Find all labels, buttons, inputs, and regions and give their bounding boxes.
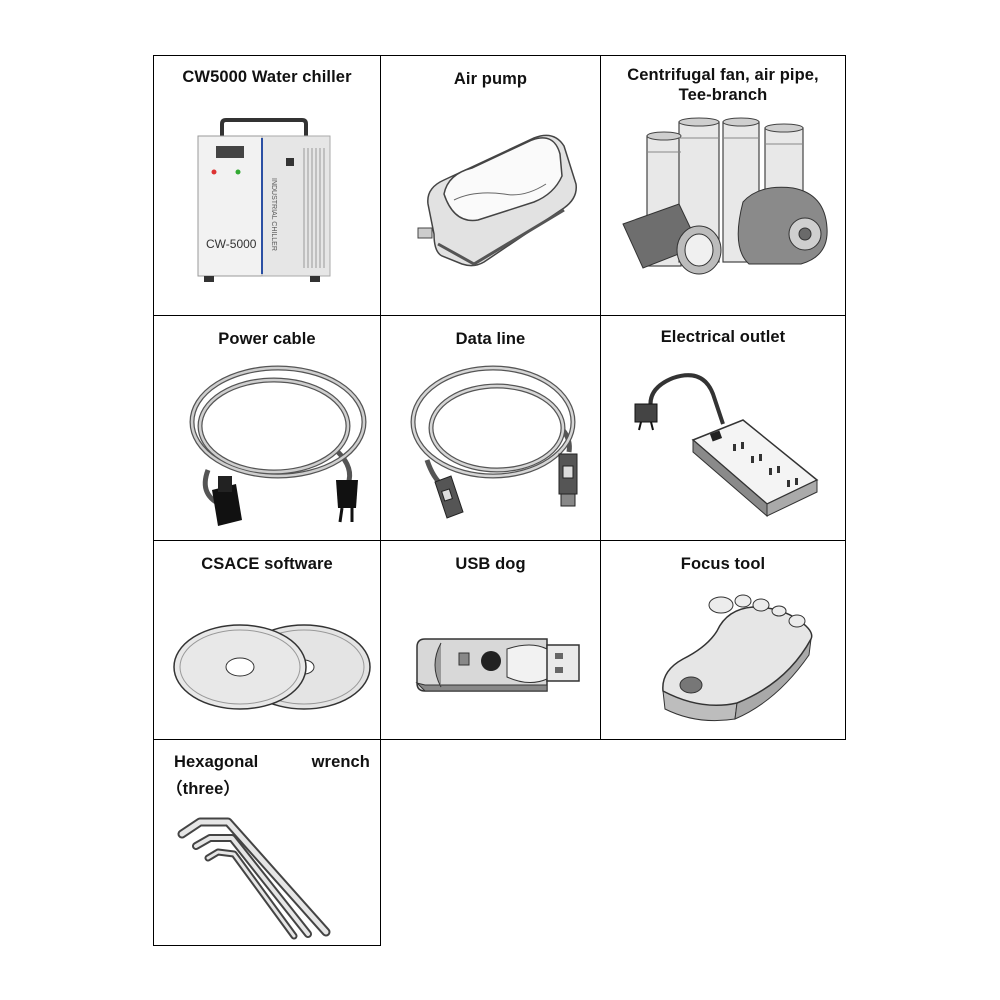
water-chiller-image: CW-5000 INDUSTRIAL CHILLER <box>197 118 331 282</box>
cell-data-line: Data line <box>380 315 601 541</box>
item-label: CW5000 Water chiller <box>182 68 352 86</box>
hex-wrench-image <box>177 817 331 940</box>
data-line-image <box>410 365 578 519</box>
electrical-outlet-image <box>634 373 819 518</box>
cell-usb-dog: USB dog <box>380 540 601 740</box>
cell-air-pump: Air pump <box>380 55 601 316</box>
item-label: Power cable <box>218 330 316 348</box>
focus-tool-image <box>662 594 813 722</box>
item-label: Hexagonal wrench <box>174 753 370 771</box>
cell-focus-tool: Focus tool <box>600 540 846 740</box>
usb-dog-image <box>415 638 580 692</box>
item-label: （three） <box>166 780 241 798</box>
software-discs-image <box>173 624 371 710</box>
item-label: Focus tool <box>680 555 766 573</box>
item-label: Tee-branch <box>678 86 768 104</box>
cell-csace-software: CSACE software <box>153 540 381 740</box>
cell-power-cable: Power cable <box>153 315 381 541</box>
cell-water-chiller: CW5000 Water chiller CW-5000 INDUSTRIAL … <box>153 55 381 316</box>
chiller-front-text: CW-5000 <box>206 237 257 251</box>
item-label: Data line <box>455 330 526 348</box>
cell-hexagonal-wrench: Hexagonal wrench （three） <box>153 739 381 946</box>
item-label: Electrical outlet <box>660 328 786 346</box>
chiller-side-text: INDUSTRIAL CHILLER <box>270 178 277 251</box>
item-label: CSACE software <box>201 555 333 573</box>
item-label: Air pump <box>453 70 528 88</box>
item-label: USB dog <box>455 555 526 573</box>
cell-electrical-outlet: Electrical outlet <box>600 315 846 541</box>
air-pump-image <box>417 134 577 267</box>
item-label: Centrifugal fan, air pipe, <box>627 66 819 84</box>
fan-pipe-tee-image <box>622 117 828 275</box>
power-cable-image <box>189 365 367 526</box>
cell-fan-pipe-tee: Centrifugal fan, air pipe, Tee-branch <box>600 55 846 316</box>
